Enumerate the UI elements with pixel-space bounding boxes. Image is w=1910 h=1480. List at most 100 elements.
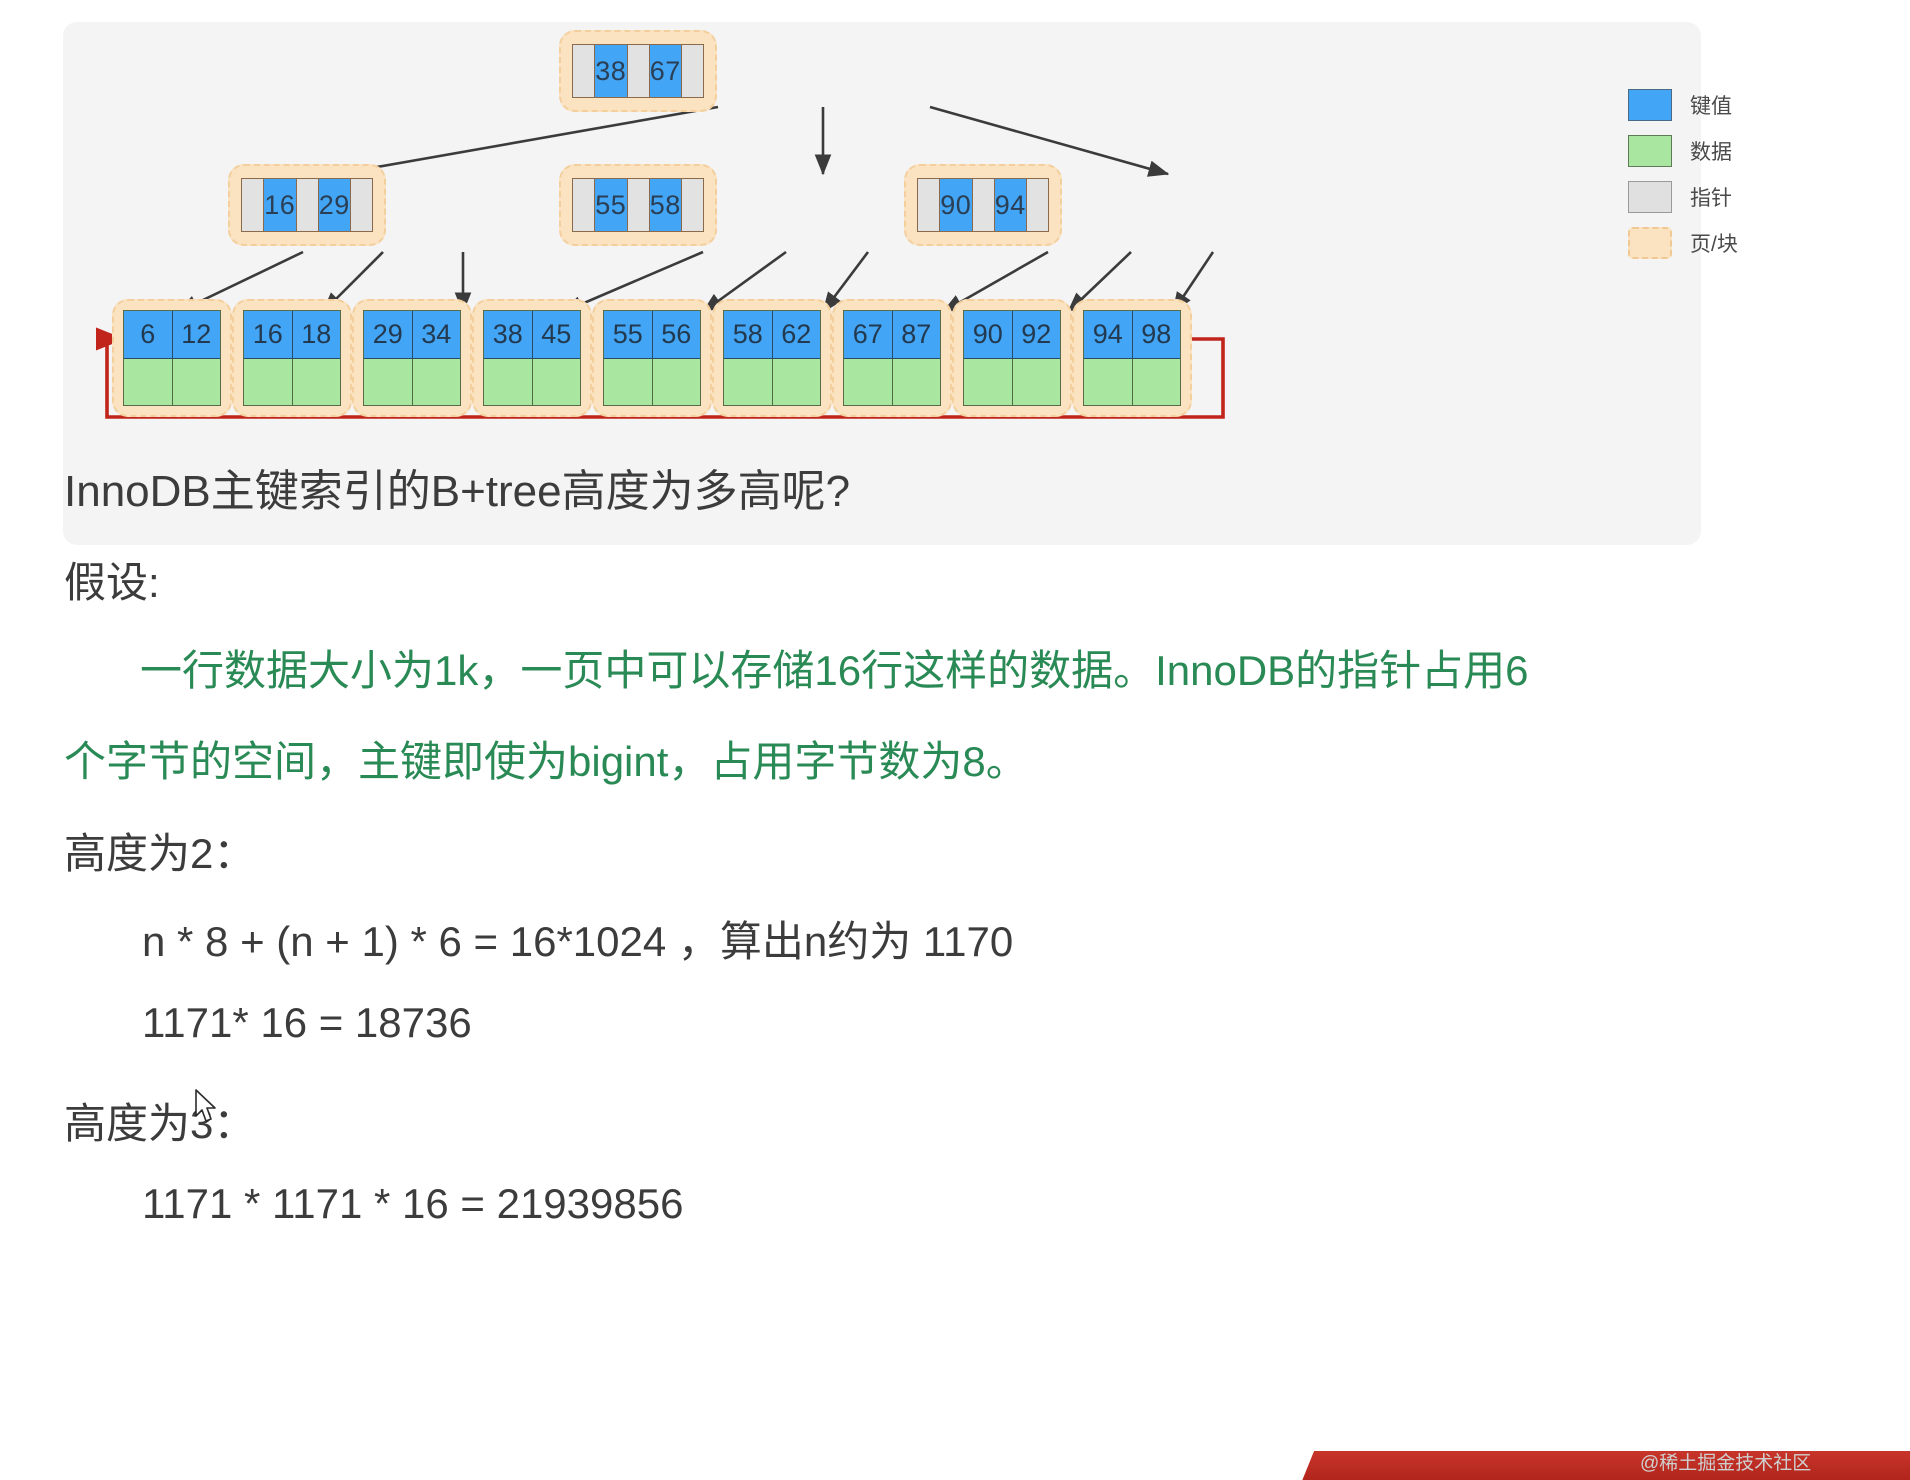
internal-1-key-1: 58 [649,179,682,231]
diagram-legend: 键值数据指针页/块 [1628,82,1788,266]
leaf-3-data-row [484,358,580,405]
internal-0-key-1: 29 [318,179,351,231]
legend-swatch-key-icon [1628,89,1672,121]
leaf-7-data-1 [1012,358,1060,405]
leaf-3-key-1: 45 [532,311,580,358]
leaf-4-data-1 [652,358,700,405]
leaf-2-key-0: 29 [364,311,413,358]
height-3-label: 高度为3： [64,1100,256,1147]
leaf-5-key-0: 58 [724,311,773,358]
legend-label-ptr: 指针 [1690,187,1732,210]
assumption-label: 假设: [64,559,160,606]
leaf-8-key-1: 98 [1132,311,1180,358]
leaf-6-key-0: 67 [844,311,893,358]
internal-node-2: 90 94 [917,178,1049,232]
root-key-0: 38 [595,45,628,97]
internal-2-pointer-0 [918,179,940,231]
leaf-4-key-0: 55 [604,311,653,358]
internal-1-pointer-1 [627,179,650,231]
leaf-6-data-row [844,358,940,405]
leaf-8-data-row [1084,358,1180,405]
internal-0-pointer-1 [296,179,319,231]
leaf-2-data-row [364,358,460,405]
legend-row-page: 页/块 [1628,220,1788,266]
leaf-0-data-0 [124,358,173,405]
root-key-1: 67 [649,45,682,97]
legend-swatch-data-icon [1628,135,1672,167]
internal-1-key-0: 55 [595,179,628,231]
leaf-5-data-1 [772,358,820,405]
leaf-3-data-0 [484,358,533,405]
internal-2-pointer-2 [1027,179,1048,231]
legend-label-page: 页/块 [1690,233,1738,256]
leaf-5-data-0 [724,358,773,405]
leaf-6-data-0 [844,358,893,405]
leaf-2-data-0 [364,358,413,405]
leaf-3-data-1 [532,358,580,405]
internal-1-pointer-0 [573,179,595,231]
leaf-8-data-0 [1084,358,1133,405]
leaf-2-data-1 [412,358,460,405]
root-node: 38 67 [572,44,704,98]
leaf-1-data-row [244,358,340,405]
internal-node-0: 16 29 [241,178,373,232]
banner-sheet [1297,1451,1910,1480]
root-pointer-1 [627,45,650,97]
leaf-0-key-0: 6 [124,311,173,358]
leaf-1-key-1: 18 [292,311,340,358]
legend-swatch-ptr-icon [1628,181,1672,213]
leaf-7-key-1: 92 [1012,311,1060,358]
assumption-line-2: 个字节的空间，主键即使为bigint，占用字节数为8。 [64,738,1028,785]
watermark-text: @稀土掘金技术社区 [1640,1453,1812,1474]
leaf-7-data-row [964,358,1060,405]
leaf-2-key-1: 34 [412,311,460,358]
legend-row-ptr: 指针 [1628,174,1788,220]
height-2-label: 高度为2： [64,830,256,877]
assumption-line-1: 一行数据大小为1k，一页中可以存储16行这样的数据。InnoDB的指针占用6 [140,647,1529,694]
leaf-0-key-1: 12 [172,311,220,358]
page-title: InnoDB主键索引的B+tree高度为多高呢? [64,467,851,516]
legend-swatch-page-icon [1628,227,1672,259]
leaf-3-key-0: 38 [484,311,533,358]
root-pointer-0 [573,45,595,97]
leaf-7-key-0: 90 [964,311,1013,358]
internal-2-pointer-1 [972,179,995,231]
leaf-6-data-1 [892,358,940,405]
internal-2-key-1: 94 [994,179,1027,231]
height-2-formula-1: n * 8 + (n + 1) * 6 = 16*1024 ，算出n约为 117… [142,918,1014,965]
leaf-8-key-0: 94 [1084,311,1133,358]
leaf-1-data-0 [244,358,293,405]
leaf-4-key-1: 56 [652,311,700,358]
leaf-7-data-0 [964,358,1013,405]
leaf-1-data-1 [292,358,340,405]
leaf-1-key-0: 16 [244,311,293,358]
internal-node-1: 55 58 [572,178,704,232]
internal-0-key-0: 16 [264,179,297,231]
leaf-5-key-1: 62 [772,311,820,358]
leaf-8-data-1 [1132,358,1180,405]
legend-label-data: 数据 [1690,141,1732,164]
legend-row-data: 数据 [1628,128,1788,174]
height-3-formula-1: 1171 * 1171 * 16 = 21939856 [142,1180,684,1227]
internal-0-pointer-0 [242,179,264,231]
height-2-formula-2: 1171* 16 = 18736 [142,999,472,1046]
leaf-0-data-row [124,358,220,405]
internal-0-pointer-2 [351,179,372,231]
leaf-0-data-1 [172,358,220,405]
legend-row-key: 键值 [1628,82,1788,128]
